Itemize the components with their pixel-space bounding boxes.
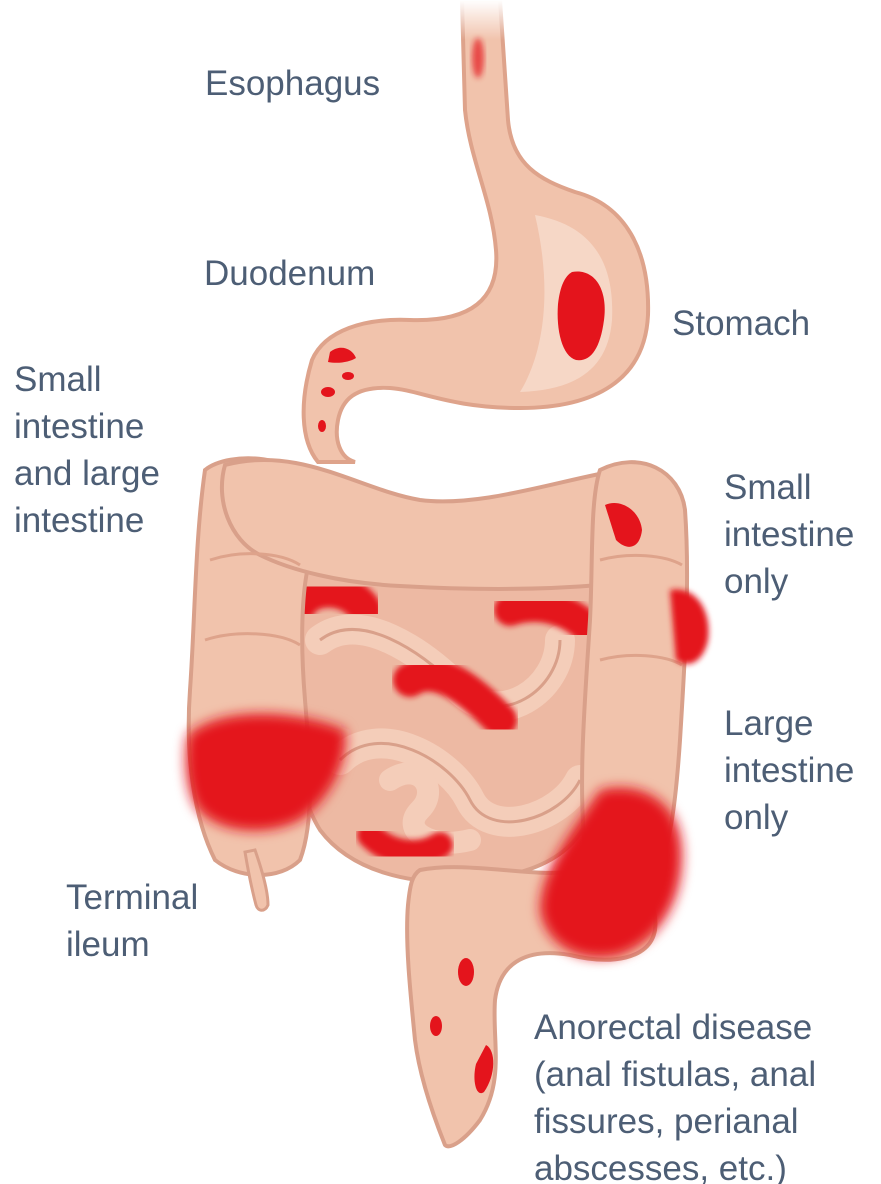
esophagus-spot — [472, 38, 484, 78]
label-line: Small — [14, 356, 160, 403]
label-stomach: Stomach — [672, 300, 810, 347]
label-esophagus: Esophagus — [205, 60, 380, 107]
label-small-and-large-intestine: Small intestine and large intestine — [14, 356, 160, 544]
label-esophagus-line: Esophagus — [205, 60, 380, 107]
label-line: intestine — [14, 403, 160, 450]
label-line: intestine — [14, 497, 160, 544]
label-duodenum: Duodenum — [204, 250, 375, 297]
duodenum-spot — [318, 420, 326, 432]
label-stomach-line: Stomach — [672, 300, 810, 347]
large-intestine-lesion — [670, 589, 709, 664]
label-line: intestine — [724, 747, 854, 794]
duodenum-spot — [342, 372, 354, 380]
label-line: Terminal — [66, 874, 198, 921]
rectal-lesion — [430, 1016, 442, 1036]
label-line: Anorectal disease — [534, 1004, 816, 1051]
label-line: abscesses, etc.) — [534, 1145, 816, 1184]
small-intestine-lesion — [300, 591, 365, 610]
label-small-intestine-only: Small intestine only — [724, 464, 854, 605]
label-line: intestine — [724, 511, 854, 558]
label-line: ileum — [66, 921, 198, 968]
esophagus-top-fade — [440, 0, 530, 40]
label-anorectal-disease: Anorectal disease (anal fistulas, anal f… — [534, 1004, 816, 1184]
label-line: Large — [724, 700, 854, 747]
label-line: and large — [14, 450, 160, 497]
duodenum-spot — [321, 387, 335, 397]
rectal-lesion — [458, 958, 474, 986]
label-line: Small — [724, 464, 854, 511]
label-terminal-ileum: Terminal ileum — [66, 874, 198, 968]
label-large-intestine-only: Large intestine only — [724, 700, 854, 841]
label-duodenum-line: Duodenum — [204, 250, 375, 297]
label-line: (anal fistulas, anal — [534, 1051, 816, 1098]
label-line: fissures, perianal — [534, 1098, 816, 1145]
label-line: only — [724, 558, 854, 605]
label-line: only — [724, 794, 854, 841]
